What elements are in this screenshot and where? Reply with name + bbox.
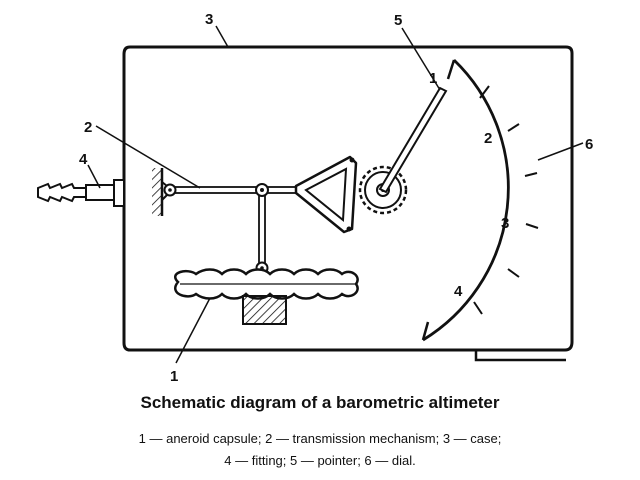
aneroid-capsule — [174, 268, 359, 300]
legend-line-1: 1 — aneroid capsule; 2 — transmission me… — [138, 431, 502, 446]
case-outline — [122, 45, 574, 352]
dial-number-4: 4 — [454, 283, 463, 300]
callout-case: 3 — [205, 11, 213, 28]
capsule-base — [242, 295, 287, 325]
callout-transmission: 2 — [84, 119, 92, 136]
callout-pointer: 5 — [394, 12, 402, 29]
pointer — [378, 86, 448, 194]
callout-capsule: 1 — [170, 368, 178, 385]
callout-pointer-tip: 1 — [429, 70, 437, 87]
callout-fitting: 4 — [79, 151, 88, 168]
transmission-mechanism — [163, 155, 358, 275]
altimeter-diagram: 2 3 4 3 5 1 2 4 6 1 — [37, 11, 593, 385]
fitting — [37, 179, 125, 207]
legend-line-2: 4 — fitting; 5 — pointer; 6 — dial. — [224, 453, 416, 468]
diagram-title: Schematic diagram of a barometric altime… — [140, 393, 500, 412]
dial-number-3: 3 — [501, 215, 509, 232]
callout-dial: 6 — [585, 136, 593, 153]
leader-lines — [87, 25, 584, 364]
legend: 1 — aneroid capsule; 2 — transmission me… — [0, 428, 640, 472]
dial-number-2: 2 — [484, 130, 492, 147]
dial-scale — [421, 58, 539, 342]
case-notch — [474, 350, 566, 362]
